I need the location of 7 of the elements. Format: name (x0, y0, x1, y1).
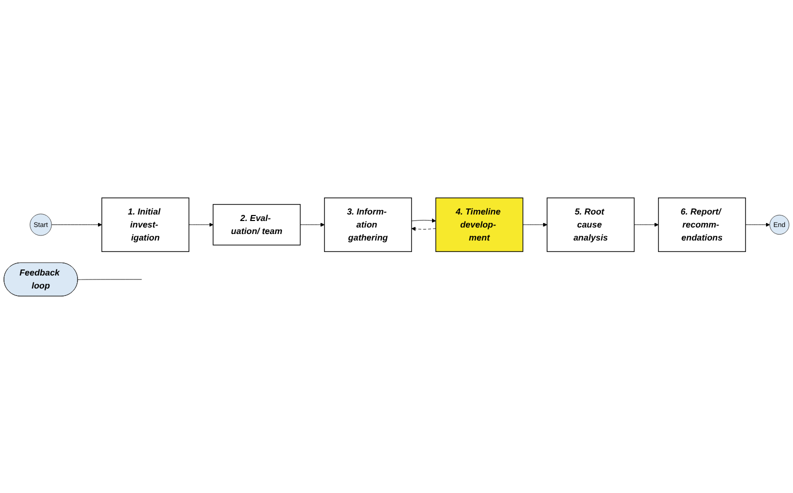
connector (78, 278, 142, 280)
node-box: 3. Inform- ation gathering (324, 197, 412, 252)
node-box: 2. Eval- uation/ team (212, 204, 301, 245)
node-box: 5. Root cause analysis (546, 197, 635, 252)
node-box: 6. Report/ recomm- endations (658, 197, 746, 252)
node-box: 1. Initial invest- igation (101, 197, 190, 252)
node-box: 4. Timeline develop- ment (435, 197, 524, 252)
